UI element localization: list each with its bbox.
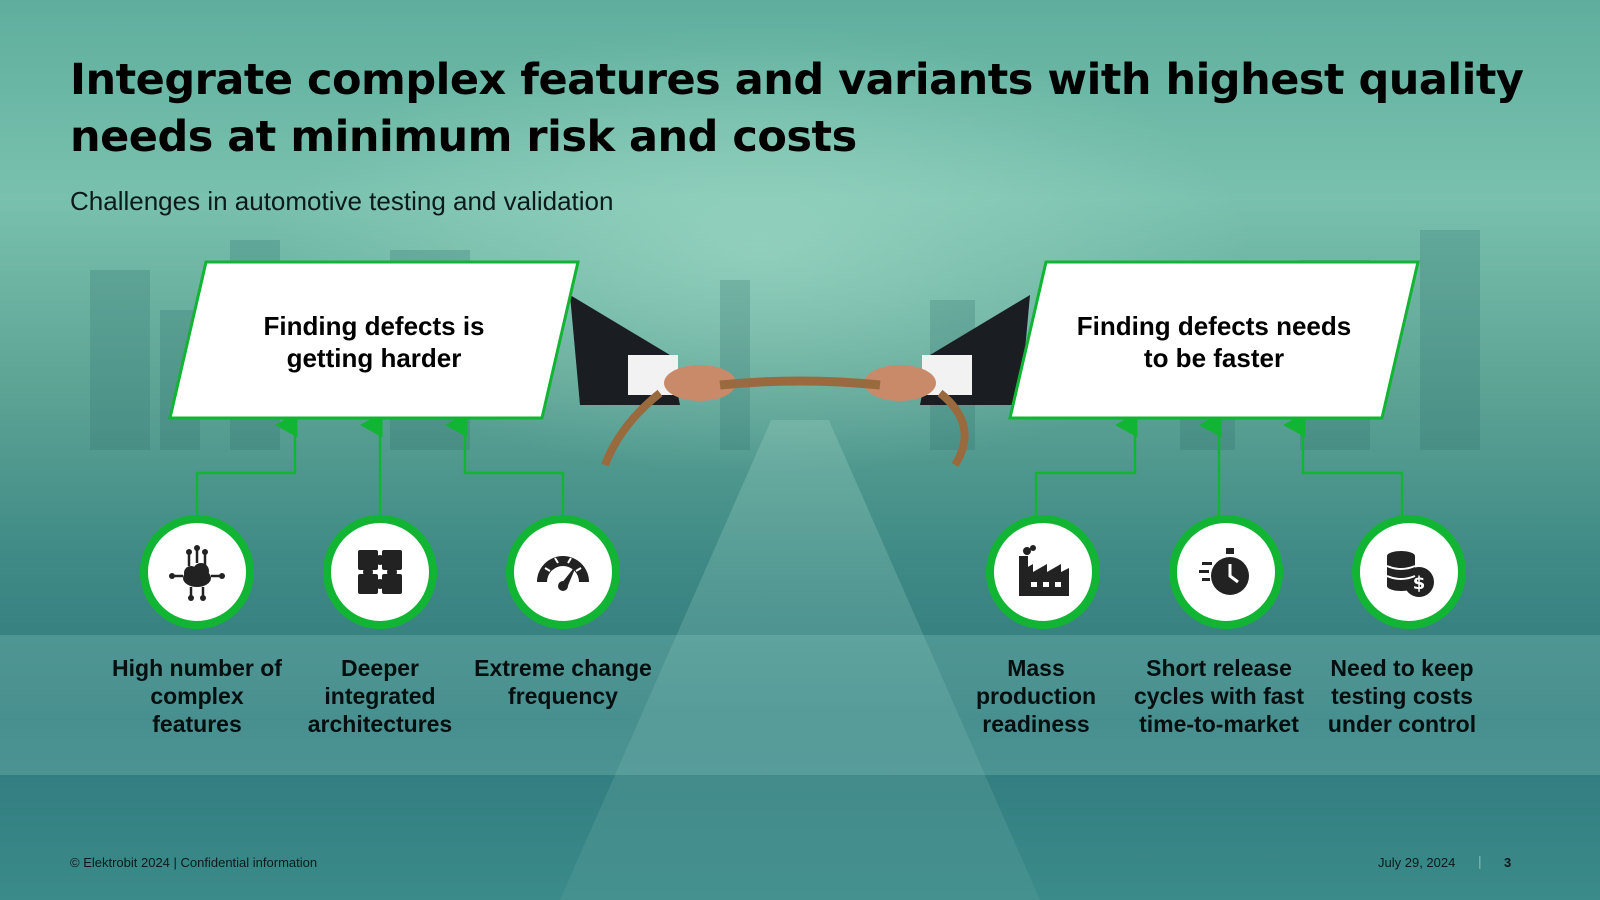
coins-dollar-icon: $ — [1352, 515, 1466, 629]
puzzle-icon — [323, 515, 437, 629]
left-box-text: Finding defects is getting harder — [263, 311, 485, 373]
stopwatch-icon — [1169, 515, 1283, 629]
challenge-label-architectures: Deeper integrated architectures — [307, 655, 453, 737]
footer-date: July 29, 2024 — [1378, 855, 1456, 870]
cloud-network-icon — [140, 515, 254, 629]
challenge-label-features: High number of complex features — [112, 655, 282, 737]
tug-of-war-rope-image — [570, 295, 1030, 468]
right-challenge-box: Finding defects needs to be faster — [1008, 260, 1420, 420]
challenge-label-mass-production: Mass production readiness — [975, 655, 1097, 737]
factory-icon — [986, 515, 1100, 629]
challenge-label-testing-costs: Need to keep testing costs under control — [1327, 655, 1477, 737]
footer-separator: | — [1478, 853, 1482, 869]
challenge-label-change-frequency: Extreme change frequency — [474, 655, 652, 709]
right-box-text: Finding defects needs to be faster — [1076, 311, 1352, 373]
slide-subtitle: Challenges in automotive testing and val… — [70, 186, 614, 216]
slide-title: Integrate complex features and variants … — [70, 55, 1524, 162]
label-band — [0, 635, 1600, 775]
parallelogram-shape — [1008, 260, 1420, 420]
parallelogram-shape — [168, 260, 580, 420]
left-challenge-box: Finding defects is getting harder — [168, 260, 580, 420]
challenge-label-release-cycles: Short release cycles with fast time-to-m… — [1133, 655, 1305, 737]
speedometer-icon — [506, 515, 620, 629]
svg-text:$: $ — [1413, 573, 1426, 594]
page-number: 3 — [1504, 855, 1512, 870]
footer-copyright: © Elektrobit 2024 | Confidential informa… — [70, 855, 318, 870]
